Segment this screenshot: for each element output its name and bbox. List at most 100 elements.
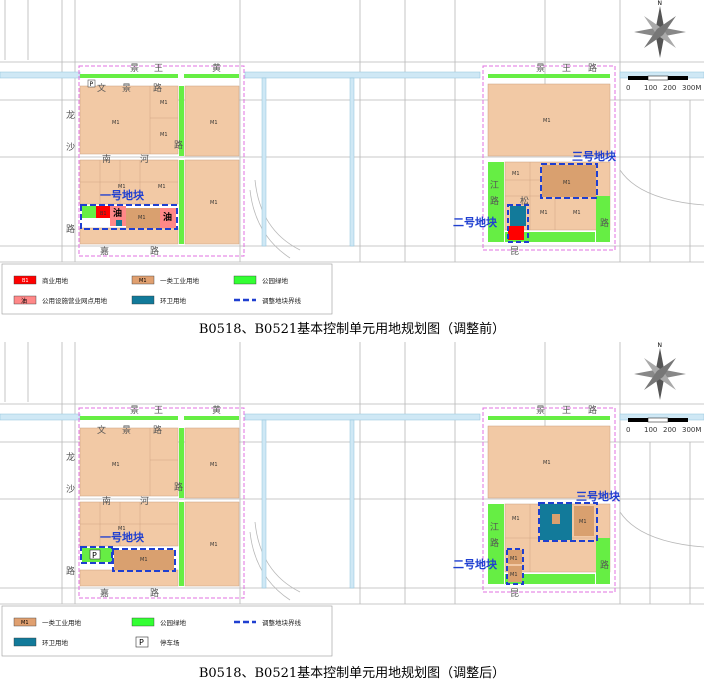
- scale-tick: 300M: [682, 426, 701, 434]
- adjust-boundary-three: [538, 502, 598, 542]
- street-char: 文: [97, 82, 106, 94]
- legend-label: 公园绿地: [262, 276, 289, 285]
- parcel-m1: [487, 83, 611, 157]
- caption-after: B0518、B0521基本控制单元用地规划图（调整后）: [198, 666, 506, 681]
- svg-text:M1: M1: [160, 100, 168, 106]
- scale-tick: 100: [644, 84, 657, 92]
- map-panel-after: M1 M1 M1 M1 P M1 一号地块 景 王 黄 文 景: [0, 342, 704, 682]
- badge-m1: M1: [510, 556, 518, 562]
- svg-text:M1: M1: [118, 184, 126, 190]
- svg-text:M1: M1: [210, 120, 218, 126]
- street-char: 松: [520, 195, 529, 207]
- parcel-m1: [184, 85, 240, 157]
- map-after-svg: M1 M1 M1 M1 P M1 一号地块 景 王 黄 文 景: [0, 342, 704, 657]
- scale-tick: 200: [663, 426, 676, 434]
- label-block-two: 二号地块: [453, 215, 498, 229]
- street-char: 路: [66, 223, 75, 235]
- street-char: 路: [174, 139, 183, 151]
- svg-text:M1: M1: [112, 120, 120, 126]
- street-char: 文: [97, 424, 106, 436]
- legend-label: 环卫用地: [42, 638, 69, 647]
- legend-label: 一类工业用地: [160, 276, 200, 285]
- street-char: 景: [536, 405, 545, 416]
- street-char: 路: [588, 62, 597, 74]
- parcel-m1: [79, 227, 179, 245]
- block-three-before: M1: [540, 163, 598, 199]
- street-char: 路: [600, 217, 609, 229]
- district-boundary-right: [482, 65, 616, 251]
- block-one-before: B1 油 油 M1: [80, 204, 178, 230]
- svg-text:M1: M1: [210, 200, 218, 206]
- left-district: M1 M1 M1 M1 M1 M1 M1 B1 油 油: [66, 62, 245, 257]
- scale-bar: 0 100 200 300M: [626, 417, 701, 434]
- legend-label: 停车场: [160, 638, 180, 647]
- water-channels: [0, 71, 704, 247]
- street-char: 沙: [66, 484, 75, 495]
- adjust-boundary-one: [80, 204, 178, 230]
- adjust-boundary-one-b: [112, 548, 176, 572]
- district-boundary-left: [78, 65, 245, 257]
- badge-m1: M1: [579, 519, 587, 525]
- street-char: 南: [102, 153, 111, 165]
- block-two-before: [507, 204, 529, 243]
- street-char: 王: [562, 63, 571, 74]
- legend-before: B1 商业用地 M1 一类工业用地 公园绿地 油 公用设施营业网点用地 环卫用地…: [1, 263, 333, 315]
- street-char: 江: [490, 180, 499, 191]
- street-char: 昆: [510, 246, 519, 257]
- street-char: 沙: [66, 142, 75, 153]
- street-char: 景: [130, 405, 139, 416]
- north-label: N: [658, 342, 663, 349]
- legend-label: 调整地块界线: [262, 618, 302, 627]
- street-char: 景: [122, 425, 131, 436]
- street-char: 路: [174, 481, 183, 493]
- street-char: 河: [140, 153, 149, 165]
- svg-text:M1: M1: [118, 526, 126, 532]
- svg-text:M1: M1: [210, 542, 218, 548]
- right-district: M1 M1 M1 三号地块 M1 M1 二号地块: [453, 404, 621, 599]
- scale-tick: 300M: [682, 84, 701, 92]
- svg-text:M1: M1: [543, 460, 551, 466]
- svg-text:M1: M1: [210, 462, 218, 468]
- street-char: 江: [490, 522, 499, 533]
- map-before-svg: M1 M1 M1 M1 M1 M1 M1 B1 油 油: [0, 0, 704, 315]
- parcel-m1: [79, 85, 179, 155]
- legend-code: 油: [21, 297, 27, 305]
- svg-text:M1: M1: [512, 171, 520, 177]
- legend-label: 公园绿地: [160, 618, 187, 627]
- street-char: 路: [600, 559, 609, 571]
- street-char: 路: [150, 587, 159, 599]
- label-block-one: 一号地块: [100, 188, 145, 202]
- legend-label: 公用设施营业网点用地: [42, 296, 108, 305]
- legend-code: P: [139, 638, 144, 647]
- street-char: 龙: [66, 451, 75, 463]
- street-char: 嘉: [100, 245, 109, 257]
- parcel-m1: [184, 159, 240, 245]
- street-char: 景: [536, 63, 545, 74]
- legend-code: B1: [22, 278, 29, 284]
- scale-tick: 0: [626, 426, 630, 434]
- street-char: 路: [153, 82, 162, 94]
- street-char: 黄: [212, 404, 221, 416]
- legend-code: M1: [139, 278, 147, 284]
- legend-label: 调整地块界线: [262, 296, 302, 305]
- street-char: 路: [490, 537, 499, 549]
- badge-m1: M1: [138, 215, 146, 221]
- street-char: 路: [153, 424, 162, 436]
- adjust-boundary-two: [506, 548, 524, 585]
- svg-text:M1: M1: [543, 118, 551, 124]
- svg-text:M1: M1: [158, 184, 166, 190]
- road-grid: [0, 0, 704, 263]
- north-compass-icon: N: [634, 342, 686, 400]
- scale-tick: 100: [644, 426, 657, 434]
- adjust-boundary-three: [540, 163, 598, 199]
- parking-mark: P: [90, 81, 94, 88]
- north-label: N: [658, 0, 663, 7]
- legend-label: 一类工业用地: [42, 618, 82, 627]
- left-district: M1 M1 M1 M1 P M1 一号地块 景 王 黄 文 景: [66, 404, 245, 599]
- badge-m1: M1: [510, 572, 518, 578]
- block-two-after: M1 M1: [506, 548, 524, 585]
- svg-text:M1: M1: [160, 132, 168, 138]
- right-district: M1 M1 M1 M1 M1 三号地块 二号地块 景: [453, 62, 617, 257]
- north-compass-icon: N: [634, 0, 686, 58]
